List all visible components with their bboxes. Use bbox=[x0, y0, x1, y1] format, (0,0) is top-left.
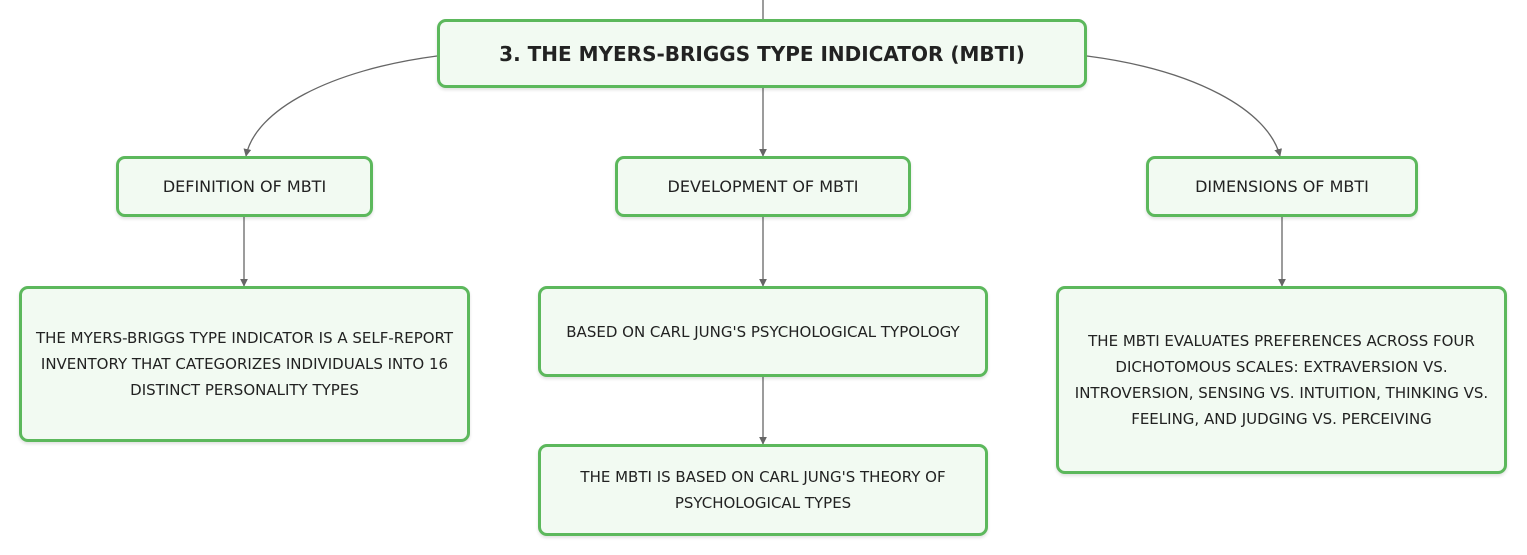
connector-root-to-definition bbox=[243, 55, 438, 157]
branch-development-of-mbti[interactable]: DEVELOPMENT OF MBTI bbox=[615, 156, 911, 217]
leaf-text: BASED ON CARL JUNG'S PSYCHOLOGICAL TYPOL… bbox=[566, 322, 960, 341]
root-node[interactable]: 3. THE MYERS-BRIGGS TYPE INDICATOR (MBTI… bbox=[437, 19, 1087, 88]
leaf-development-jung-theory[interactable]: THE MBTI IS BASED ON CARL JUNG'S THEORY … bbox=[538, 444, 988, 536]
leaf-definition-text[interactable]: THE MYERS-BRIGGS TYPE INDICATOR IS A SEL… bbox=[19, 286, 470, 442]
branch-dimensions-of-mbti[interactable]: DIMENSIONS OF MBTI bbox=[1146, 156, 1418, 217]
connector-root-to-dimensions bbox=[1086, 55, 1282, 157]
branch-label: DIMENSIONS OF MBTI bbox=[1195, 177, 1369, 196]
branch-label: DEVELOPMENT OF MBTI bbox=[667, 177, 859, 196]
branch-label: DEFINITION OF MBTI bbox=[162, 177, 327, 196]
leaf-dimensions-text[interactable]: THE MBTI EVALUATES PREFERENCES ACROSS FO… bbox=[1056, 286, 1507, 474]
leaf-text: THE MYERS-BRIGGS TYPE INDICATOR IS A SEL… bbox=[35, 329, 454, 399]
leaf-development-jung-typology[interactable]: BASED ON CARL JUNG'S PSYCHOLOGICAL TYPOL… bbox=[538, 286, 988, 377]
root-node-label: 3. THE MYERS-BRIGGS TYPE INDICATOR (MBTI… bbox=[499, 41, 1025, 66]
leaf-text: THE MBTI EVALUATES PREFERENCES ACROSS FO… bbox=[1074, 332, 1489, 428]
leaf-text: THE MBTI IS BASED ON CARL JUNG'S THEORY … bbox=[580, 468, 946, 512]
branch-definition-of-mbti[interactable]: DEFINITION OF MBTI bbox=[116, 156, 373, 217]
